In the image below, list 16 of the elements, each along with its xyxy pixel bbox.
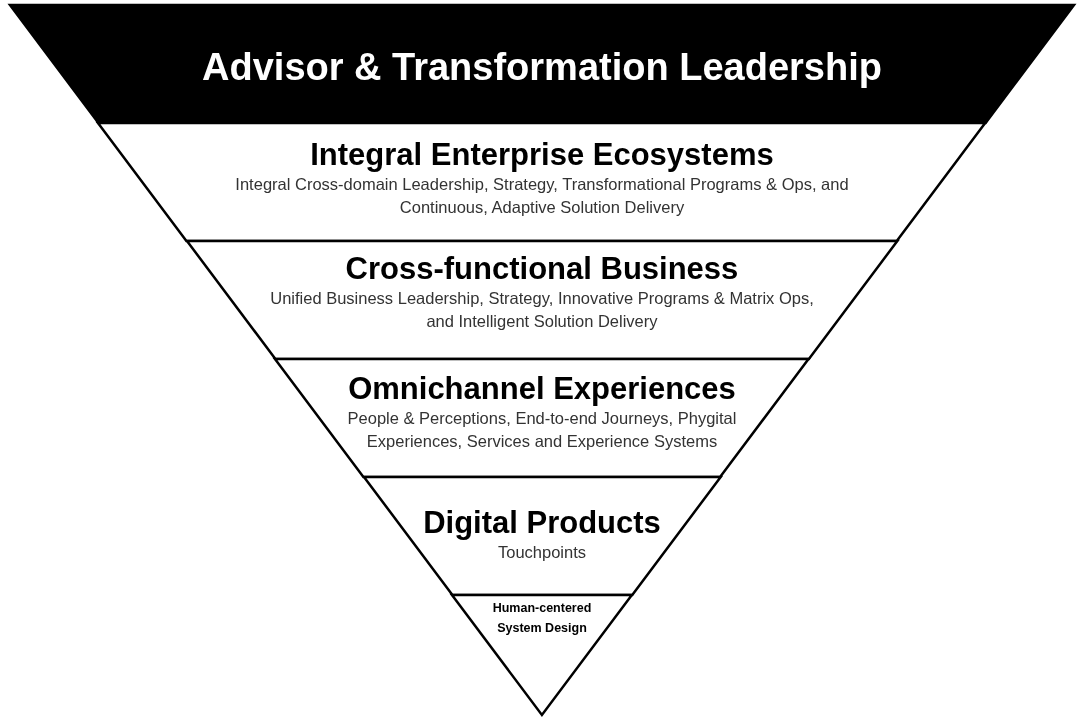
band-heading: Advisor & Transformation Leadership [202, 45, 882, 89]
band-heading: Digital Products [423, 505, 661, 541]
band-description: Touchpoints [497, 542, 586, 563]
pyramid-band [186, 241, 898, 359]
pyramid-band [363, 477, 721, 595]
pyramid-band [98, 123, 986, 241]
band-heading: Human-centered System Design [491, 600, 593, 637]
band-description: People & Perceptions, End-to-end Journeys, Phygital Experiences, Services and Experience Systems [346, 408, 738, 452]
band-description: Integral Cross-domain Leadership, Strategy, Transformational Programs & Ops, and Continuous, Adaptive Solution Delivery [234, 174, 850, 218]
band-heading: Integral Enterprise Ecosystems [310, 137, 774, 173]
band-description: Unified Business Leadership, Strategy, Innovative Programs & Matrix Ops, and Intelligent Solution Delivery [269, 288, 815, 332]
pyramid-band [275, 359, 809, 477]
pyramid-top-band [10, 5, 1074, 123]
band-heading: Cross-functional Business [345, 251, 739, 287]
pyramid-band [452, 595, 632, 715]
band-heading: Omnichannel Experiences [348, 371, 736, 407]
